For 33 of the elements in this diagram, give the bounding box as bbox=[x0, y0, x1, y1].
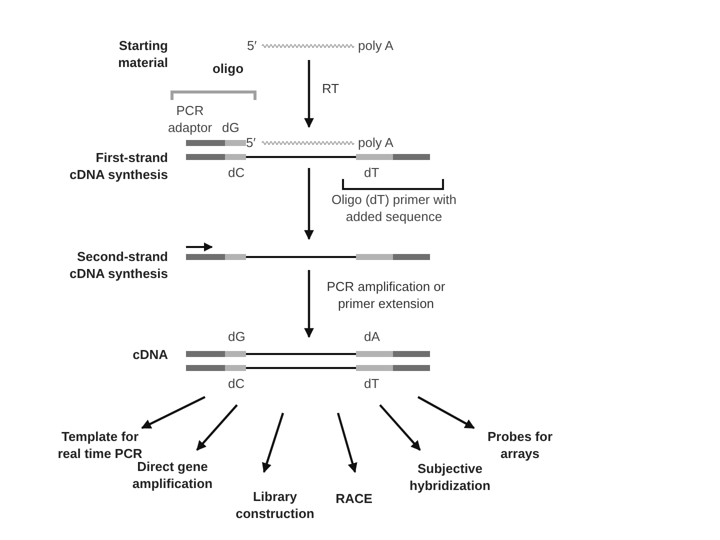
end-label: 5′ bbox=[246, 134, 257, 151]
application-label: RACE bbox=[334, 490, 374, 507]
arrow bbox=[304, 270, 314, 338]
application-label: Template for real time PCR bbox=[56, 428, 144, 462]
application-label: Subjective hybridization bbox=[408, 460, 492, 494]
nucleotide-label: dT bbox=[364, 375, 380, 392]
arrow bbox=[262, 412, 284, 473]
tail-label: poly A bbox=[358, 134, 394, 151]
step-label: cDNA bbox=[132, 346, 168, 363]
arrow bbox=[417, 396, 475, 429]
nucleotide-label: dA bbox=[364, 328, 381, 345]
step-label: First-strand cDNA synthesis bbox=[68, 149, 168, 183]
nucleotide-label: dG bbox=[228, 328, 246, 345]
primer-label: Oligo (dT) primer with added sequence bbox=[330, 191, 458, 225]
application-label: Probes for arrays bbox=[486, 428, 554, 462]
oligo-label: oligo bbox=[211, 60, 245, 77]
arrow bbox=[336, 412, 358, 473]
arrow bbox=[379, 404, 421, 451]
nucleotide-label: dG bbox=[222, 119, 240, 136]
step-label: Second-strand cDNA synthesis bbox=[68, 248, 168, 282]
application-label: Direct gene amplification bbox=[131, 458, 214, 492]
arrow bbox=[141, 396, 206, 429]
arrow bbox=[196, 404, 238, 451]
application-label: Library construction bbox=[234, 488, 316, 522]
arrow bbox=[304, 60, 314, 128]
adaptor-label: PCR adaptor bbox=[166, 102, 214, 136]
nucleotide-label: dC bbox=[228, 375, 246, 392]
nucleotide-label: dT bbox=[364, 164, 380, 181]
end-label: 5′ bbox=[247, 37, 258, 54]
arrow bbox=[304, 168, 314, 240]
nucleotide-label: dC bbox=[228, 164, 246, 181]
step-label: Starting material bbox=[117, 37, 168, 71]
tail-label: poly A bbox=[358, 37, 394, 54]
